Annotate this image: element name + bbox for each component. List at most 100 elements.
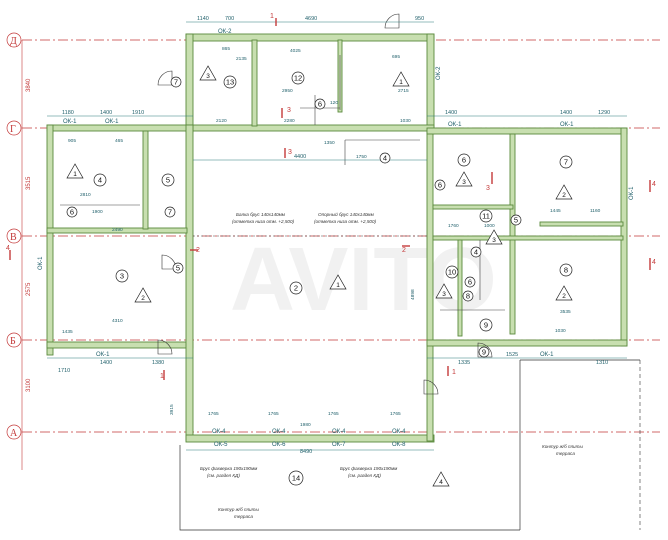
window-label-2: ОК-1 (63, 119, 77, 125)
room-marker-12: 13 (223, 75, 237, 89)
dim-left-8: 2490 (112, 227, 123, 233)
axis-marker-v: В (6, 228, 22, 244)
room-marker-6: 7 (559, 155, 573, 169)
svg-text:7: 7 (168, 208, 172, 217)
svg-text:3: 3 (120, 272, 124, 281)
room-marker-extra-9: 6 (314, 98, 326, 110)
window-label-11: ОК-4 (392, 429, 406, 435)
window-label-9: ОК-4 (272, 429, 286, 435)
dim-top-3: 4690 (305, 16, 317, 22)
svg-text:2: 2 (196, 247, 200, 254)
section-cut-mid-3: 3 (284, 148, 292, 158)
dim-center-3: 1750 (356, 154, 367, 160)
dim-left-9: 1435 (62, 329, 73, 335)
svg-text:14: 14 (292, 474, 300, 483)
wall-main-south (185, 434, 435, 443)
wall-right-partition-v2 (457, 239, 463, 337)
window-label-16: ОК-1 (96, 352, 110, 358)
terrace-outline-left (179, 445, 520, 531)
svg-text:10: 10 (448, 268, 456, 277)
dim-right-9: 1335 (458, 360, 470, 366)
room-marker-2: 2 (289, 281, 303, 295)
window-labels: ОК-2 ОК-1 ОК-1 ОК-2 ОК-1 ОК-1 ОК-1 ОК-4 … (38, 29, 635, 448)
type-marker-k: 4 (432, 471, 450, 487)
svg-text:9: 9 (482, 348, 486, 357)
room-marker-8: 9 (479, 318, 493, 332)
note-frame-left: Брус фахверка 190х190мм (200, 466, 258, 471)
terrace-contours (179, 359, 641, 531)
room-marker-extra-2: 5 (510, 214, 522, 226)
svg-text:1: 1 (73, 171, 77, 178)
right-dimensions: 1400 1400 1290 1445 1160 1760 1000 1525 … (445, 110, 610, 366)
wall-main-east (426, 130, 434, 442)
dim-left-11: 1710 (58, 368, 70, 374)
dim-center-4: 1765 (208, 411, 219, 417)
svg-text:2: 2 (562, 293, 566, 300)
section-cut-bottom-1: 1 (160, 370, 165, 380)
svg-text:4: 4 (383, 154, 387, 163)
room-marker-extra-7: 9 (478, 346, 490, 358)
room-marker-extra-8: 4 (379, 152, 391, 164)
type-marker-a: 1 (66, 163, 84, 179)
type-marker-g: 3 (199, 65, 217, 81)
door-right-bottom (477, 342, 493, 358)
type-marker-c: 1 (392, 71, 410, 87)
svg-text:1: 1 (452, 369, 456, 376)
axis-label-a: А (10, 428, 18, 439)
window-label-17: ОК-1 (540, 352, 554, 358)
wall-right-partition-v (509, 133, 516, 335)
room-marker-1: 4 (93, 173, 107, 187)
window-label-15: ОК-8 (392, 442, 406, 448)
svg-text:7: 7 (174, 78, 178, 87)
window-label-5: ОК-1 (448, 122, 462, 128)
left-dimensions: 1180 1400 1910 905 465 2810 1900 2490 14… (58, 110, 164, 374)
svg-text:2: 2 (294, 284, 298, 293)
section-cut-top-3: 3 (281, 107, 291, 118)
room-marker-7: 8 (559, 263, 573, 277)
note-frame-right: Брус фахверка 190х190мм (340, 466, 398, 471)
wall-right-north (426, 127, 628, 135)
svg-text:4: 4 (652, 259, 656, 266)
svg-text:2: 2 (562, 192, 566, 199)
axis-label-b: Б (10, 336, 16, 347)
axis-label-v: В (10, 232, 17, 243)
door-entry-top (384, 13, 400, 29)
dim-right-4: 1445 (550, 208, 561, 214)
axis-dim-ba: 3100 (26, 378, 32, 392)
svg-text:4: 4 (474, 248, 478, 257)
svg-text:1: 1 (160, 373, 164, 380)
svg-text:3: 3 (442, 291, 446, 298)
note-beam-mark: (отметка низа отм. +2,500) (232, 219, 295, 224)
svg-text:6: 6 (468, 278, 472, 287)
axis-dim-dg: 3840 (26, 78, 32, 92)
dim-left-3: 1910 (132, 110, 144, 116)
axis-marker-a: А (6, 424, 22, 440)
svg-text:1: 1 (336, 282, 340, 289)
dim-top-1: 1140 (197, 16, 209, 22)
watermark: AVITO (230, 230, 497, 330)
dim-left-1: 1180 (62, 110, 74, 116)
svg-text:1: 1 (270, 13, 274, 20)
dim-center-2: 1350 (324, 140, 335, 146)
room-marker-extra-5: 7 (164, 206, 176, 218)
center-dimensions: 4400 1350 1750 1765 1765 1765 1765 1980 … (169, 140, 416, 455)
axis-label-g: Г (10, 124, 16, 135)
window-label-10: ОК-4 (332, 429, 346, 435)
dim-top-5: 865 (222, 46, 230, 52)
room-marker-10: 11 (479, 209, 493, 223)
dim-left-4: 905 (68, 138, 76, 144)
dim-center-10: 4898 (410, 289, 416, 300)
room-marker-extra-6: 8 (462, 290, 474, 302)
svg-text:7: 7 (564, 158, 568, 167)
room-marker-extra-1: 5 (172, 262, 184, 274)
dim-left-7: 1900 (92, 209, 103, 215)
door-left-bottom (157, 339, 173, 355)
svg-text:2: 2 (402, 247, 406, 254)
room-marker-5: 6 (457, 153, 471, 167)
room-marker-13: 14 (288, 470, 304, 486)
dim-center-9: 8490 (300, 449, 312, 455)
dim-right-2: 1400 (560, 110, 572, 116)
wall-left-north (46, 124, 194, 132)
wall-g-line (185, 124, 435, 132)
